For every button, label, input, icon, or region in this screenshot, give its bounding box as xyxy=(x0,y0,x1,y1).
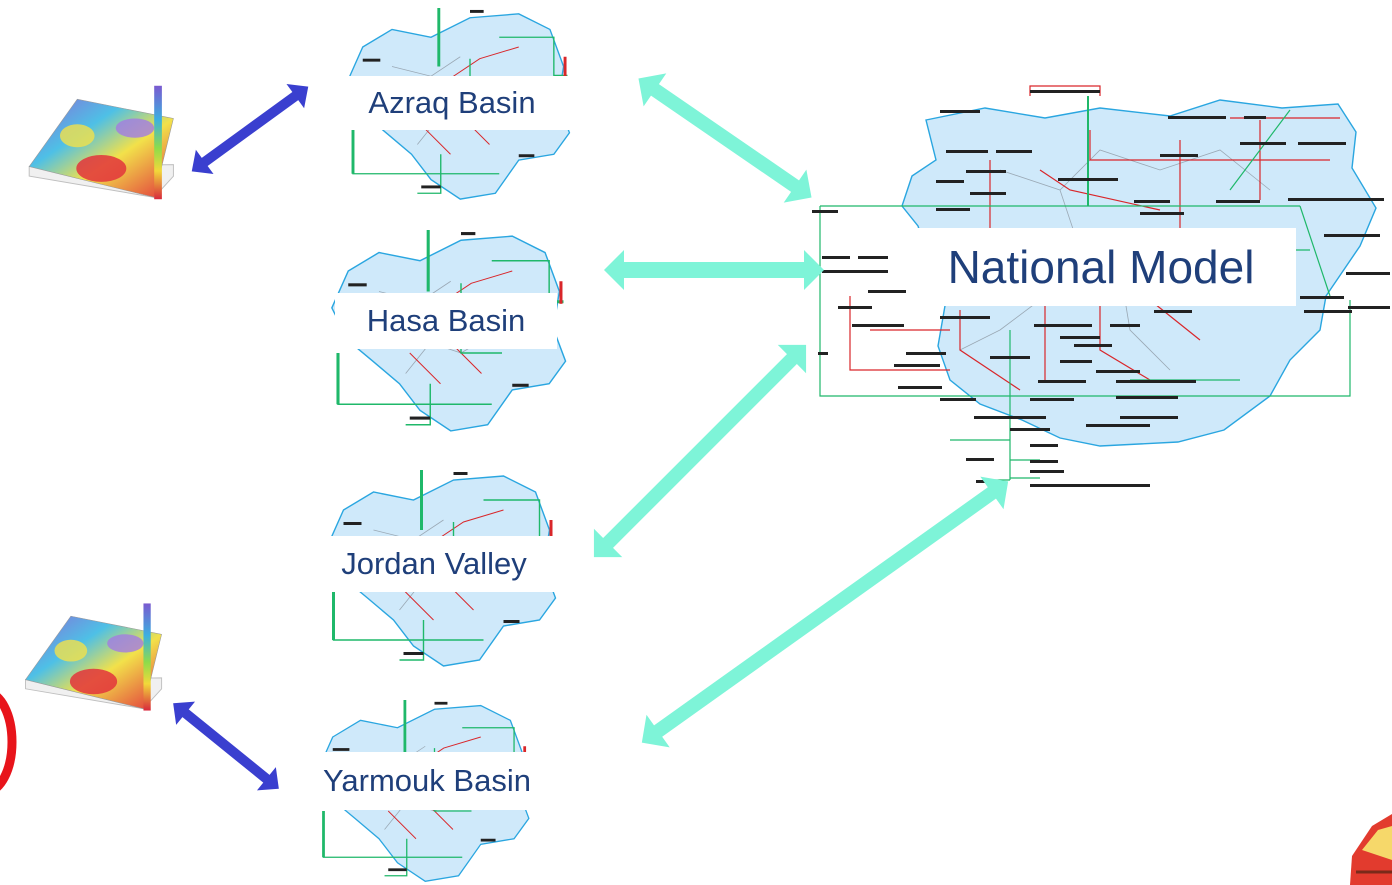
hasa-national-arrow xyxy=(604,250,824,290)
logo-icon xyxy=(1350,814,1392,885)
red-ring-marker xyxy=(0,693,17,791)
hasa-basin-label: Hasa Basin xyxy=(335,293,557,349)
azraq-national-arrow xyxy=(638,73,812,203)
groundwater-surface-model-icon xyxy=(28,85,174,200)
national-model-label: National Model xyxy=(906,228,1296,306)
groundwater-surface-model-icon xyxy=(24,602,163,712)
groundwater-yarmouk-arrow xyxy=(173,701,279,791)
groundwater-azraq-arrow xyxy=(191,83,309,175)
jordan-national-arrow xyxy=(593,344,807,558)
link-arrows xyxy=(593,73,1009,748)
groundwater-links xyxy=(173,83,309,791)
jordan-valley-label: Jordan Valley xyxy=(304,536,564,592)
yarmouk-national-arrow xyxy=(641,476,1009,748)
azraq-basin-label: Azraq Basin xyxy=(334,76,570,130)
yarmouk-basin-label: Yarmouk Basin xyxy=(296,752,558,810)
